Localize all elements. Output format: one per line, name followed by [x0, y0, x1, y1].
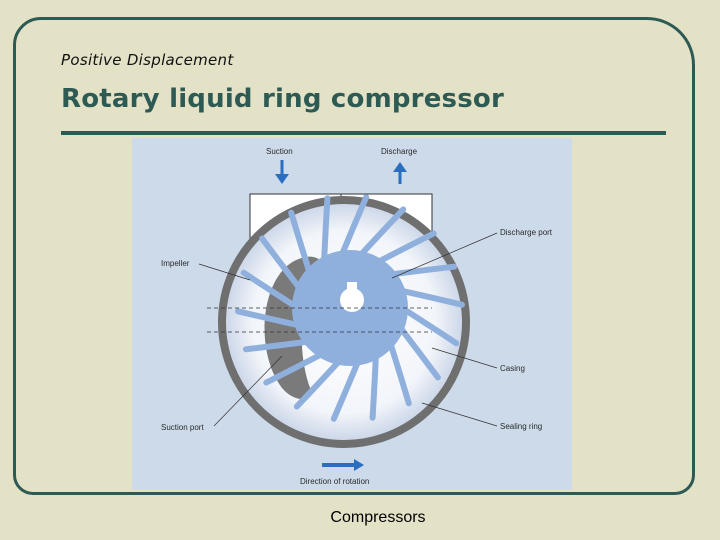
- sealing-ring-leader: [421, 402, 498, 427]
- rotation-direction-label: Direction of rotation: [300, 477, 369, 486]
- impeller-leader: [198, 263, 251, 281]
- discharge-port-label: Discharge port: [500, 228, 553, 237]
- shaft-key: [347, 282, 357, 290]
- slide-frame: [13, 17, 695, 495]
- casing-label: Casing: [500, 364, 525, 373]
- sealing-ring-label: Sealing ring: [500, 422, 542, 431]
- slide-title: Rotary liquid ring compressor: [61, 84, 504, 114]
- discharge-label: Discharge: [381, 147, 418, 156]
- impeller-blade: [369, 350, 379, 421]
- slide-subtitle: Positive Displacement: [61, 51, 234, 69]
- discharge-port-leader: [391, 232, 498, 279]
- suction-arrow-head: [275, 174, 289, 184]
- discharge-arrow-head: [393, 162, 407, 172]
- liquid-ring-compressor-diagram: Suction Discharge Discharge port Impelle…: [132, 138, 572, 490]
- impeller-label: Impeller: [161, 259, 190, 268]
- rotation-arrow-head: [354, 459, 364, 471]
- slide-footer: Compressors: [330, 509, 426, 526]
- suction-port-label: Suction port: [161, 423, 204, 432]
- shaft: [340, 288, 364, 312]
- title-underline: [61, 131, 666, 135]
- casing-leader: [431, 347, 498, 369]
- impeller-blade: [321, 195, 331, 266]
- suction-port-leader: [213, 355, 283, 427]
- suction-label: Suction: [266, 147, 293, 156]
